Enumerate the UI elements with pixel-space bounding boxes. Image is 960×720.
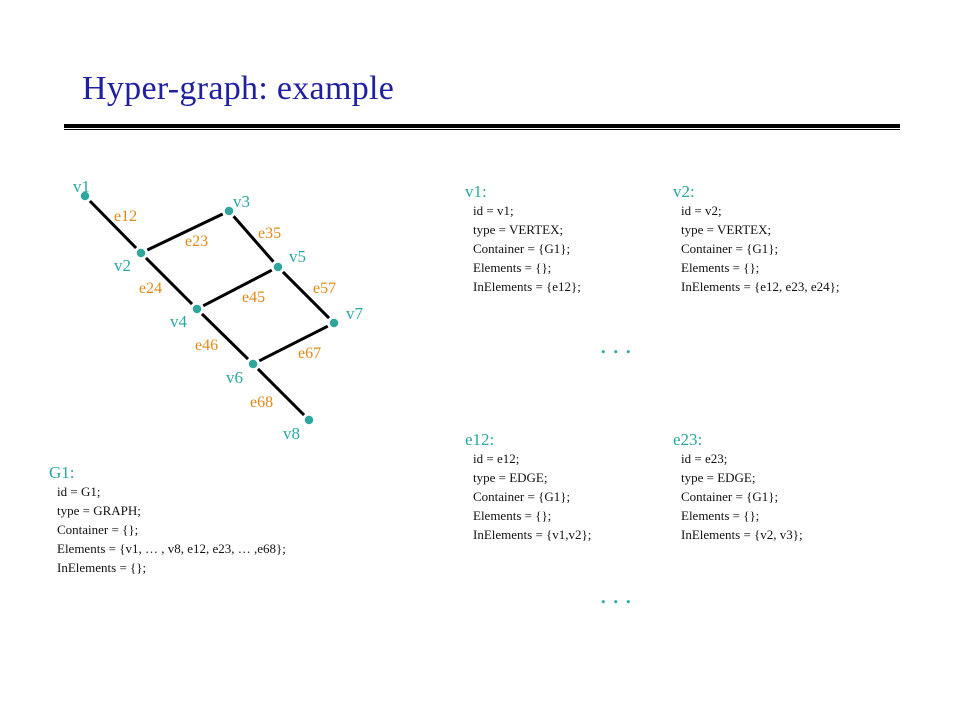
- card-e23-name: e23:: [673, 430, 703, 449]
- vertex-v2: [135, 247, 147, 259]
- vertex-label-v4: v4: [170, 312, 188, 331]
- vertex-label-v5: v5: [289, 247, 306, 266]
- card-v1-line: Container = {G1};: [473, 241, 571, 256]
- card-e23-line: Container = {G1};: [681, 489, 779, 504]
- card-e12-line: Container = {G1};: [473, 489, 571, 504]
- ellipsis-vertices: ...: [600, 330, 638, 359]
- edge-label-e35: e35: [258, 225, 281, 242]
- card-g1-lines: id = G1; type = GRAPH; Container = {}; E…: [57, 482, 286, 577]
- edge-e12: [88, 199, 138, 250]
- card-e23-line: Elements = {};: [681, 508, 760, 523]
- vertex-v1: [79, 190, 91, 202]
- card-e23-lines: id = e23; type = EDGE; Container = {G1};…: [681, 449, 803, 544]
- edge-e23: [146, 212, 224, 252]
- edge-e24: [144, 256, 194, 306]
- edge-label-e23: e23: [185, 233, 208, 250]
- vertex-v5: [272, 261, 284, 273]
- card-e12-line: id = e12;: [473, 451, 520, 466]
- card-v1-line: Elements = {};: [473, 260, 552, 275]
- vertex-label-v8: v8: [283, 424, 300, 443]
- ellipsis-edges: ...: [600, 580, 638, 609]
- card-v1-name: v1:: [465, 182, 487, 201]
- edge-label-e45: e45: [242, 289, 265, 306]
- edge-e68: [256, 367, 306, 417]
- vertex-v8: [303, 414, 315, 426]
- edge-label-e46: e46: [195, 337, 218, 354]
- card-v2-line: Elements = {};: [681, 260, 760, 275]
- page-title: Hyper-graph: example: [82, 70, 395, 107]
- card-v2-name: v2:: [673, 182, 695, 201]
- card-e12: e12: id = e12; type = EDGE; Container = …: [465, 431, 591, 544]
- card-g1-line: InElements = {};: [57, 560, 147, 575]
- card-e23: e23: id = e23; type = EDGE; Container = …: [673, 431, 803, 544]
- edge-label-e57: e57: [313, 280, 336, 297]
- card-e12-line: type = EDGE;: [473, 470, 548, 485]
- card-e12-line: Elements = {};: [473, 508, 552, 523]
- vertex-v3: [223, 205, 235, 217]
- vertex-v6: [247, 358, 259, 370]
- card-v2-line: type = VERTEX;: [681, 222, 772, 237]
- edge-e46: [200, 312, 250, 361]
- card-v2: v2: id = v2; type = VERTEX; Container = …: [673, 183, 839, 296]
- vertex-label-v7: v7: [346, 304, 364, 323]
- edge-label-e12: e12: [114, 208, 137, 225]
- card-v2-line: InElements = {e12, e23, e24};: [681, 279, 840, 294]
- title-rule-thin: [64, 129, 900, 130]
- vertex-v7: [328, 317, 340, 329]
- card-v1-line: type = VERTEX;: [473, 222, 564, 237]
- card-v2-lines: id = v2; type = VERTEX; Container = {G1}…: [681, 201, 839, 296]
- card-e12-line: InElements = {v1,v2};: [473, 527, 592, 542]
- card-g1-name: G1:: [49, 463, 75, 482]
- edge-e45: [202, 268, 273, 308]
- edge-label-e67: e67: [298, 345, 321, 362]
- card-v1: v1: id = v1; type = VERTEX; Container = …: [465, 183, 581, 296]
- vertex-v4: [191, 303, 203, 315]
- vertex-label-v6: v6: [226, 368, 243, 387]
- edge-e67: [258, 324, 329, 363]
- edge-label-e68: e68: [250, 394, 273, 411]
- edge-label-e24: e24: [139, 280, 162, 297]
- card-v2-line: Container = {G1};: [681, 241, 779, 256]
- vertex-label-v1: v1: [73, 177, 90, 196]
- edge-e57: [281, 270, 331, 320]
- card-g1-line: id = G1;: [57, 484, 101, 499]
- card-v1-lines: id = v1; type = VERTEX; Container = {G1}…: [473, 201, 581, 296]
- card-e23-line: InElements = {v2, v3};: [681, 527, 803, 542]
- card-g1-line: Elements = {v1, … , v8, e12, e23, … ,e68…: [57, 541, 286, 556]
- card-e23-line: id = e23;: [681, 451, 728, 466]
- title-rule: [64, 124, 900, 128]
- edge-e35: [232, 215, 275, 263]
- vertex-label-v2: v2: [114, 256, 131, 275]
- card-g1: G1: id = G1; type = GRAPH; Container = {…: [49, 464, 286, 577]
- card-e12-lines: id = e12; type = EDGE; Container = {G1};…: [473, 449, 591, 544]
- card-e12-name: e12:: [465, 430, 495, 449]
- card-g1-line: type = GRAPH;: [57, 503, 141, 518]
- card-g1-line: Container = {};: [57, 522, 139, 537]
- card-v1-line: id = v1;: [473, 203, 514, 218]
- card-v2-line: id = v2;: [681, 203, 722, 218]
- card-e23-line: type = EDGE;: [681, 470, 756, 485]
- card-v1-line: InElements = {e12};: [473, 279, 581, 294]
- vertex-label-v3: v3: [233, 192, 250, 211]
